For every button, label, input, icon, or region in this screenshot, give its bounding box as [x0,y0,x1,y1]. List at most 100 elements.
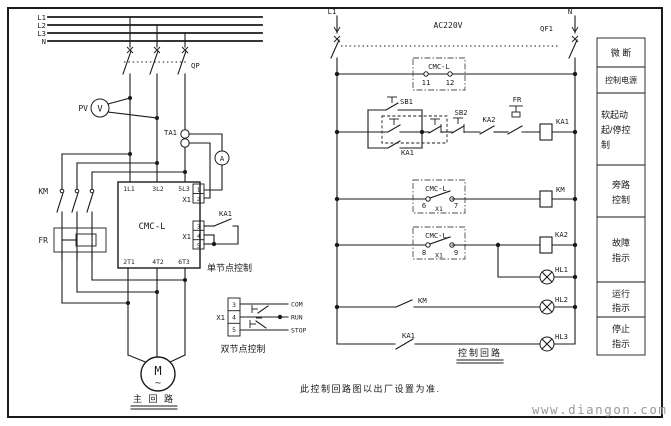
phase-label-l1: L1 [37,13,46,22]
panel-row-bypass-2: 控制 [612,194,630,205]
dual-node-x1-label: X1 [216,313,225,322]
qp-breaker-label: QP [191,61,200,70]
x1-upper-label: X1 [182,195,191,204]
ammeter-glyph: A [220,154,225,163]
rung6-ka1-contact-label: KA1 [402,331,415,340]
voltmeter-label: PV [78,104,88,113]
watermark-text: www.diangon.com [532,402,667,417]
single-node-caption: 单节点控制 [207,262,252,273]
control-l1-label: L1 [328,7,337,16]
voltmeter: V PV [78,96,159,120]
single-node-control: KA1 单节点控制 [203,209,252,273]
power-bus: L1 L2 L3 N [37,13,263,46]
soft-starter-name: CMC-L [138,222,165,232]
sb2-label: SB2 [455,108,468,117]
rung2-fr-contact-label: FR [513,95,522,104]
hl2-lamp-label: HL2 [555,295,568,304]
dual-node-caption: 双节点控制 [220,343,265,354]
control-voltage-label: AC220V [434,21,463,30]
panel-row-stop-2: 指示 [612,338,630,349]
rung5-km-contact-label: KM [418,296,427,305]
panel-row-softstart-2: 起/停控 [601,124,631,135]
panel-row-run-2: 指示 [612,302,630,313]
stop-button-symbol [249,317,267,329]
rung4-coil-label: KA2 [555,230,568,239]
starter-term-1l1: 1L1 [123,185,135,193]
rung2-coil-label: KA1 [556,117,569,126]
rung3-coil-label: KM [556,185,565,194]
rung1-device-label: CMC-L [428,62,450,71]
motor-glyph: M [154,364,161,378]
panel-row-breaker: 微 断 [611,47,632,58]
starter-term-5l3: 5L3 [178,185,190,193]
x1-lower-pin-5: 5 [197,243,200,249]
panel-row-fault-2: 指示 [612,252,630,263]
side-panel: 微 断 控制电源 软起动 起/停控 制 旁路 控制 故障 指示 运行 指示 停止… [596,37,646,356]
ct-label: TA1 [164,128,177,137]
bypass-wires [61,278,187,305]
phase-label-n: N [42,37,46,46]
fr-thermal-relay: FR [38,227,107,261]
rung2-ka1-contact-label: KA1 [401,148,414,157]
footer-note-text: 此控制回路图以出厂设置为准. [300,383,441,394]
km-contactor: KM [38,152,187,304]
panel-row-fault-1: 故障 [612,237,630,248]
starter-term-6t3: 6T3 [178,258,190,266]
fr-relay-label: FR [38,236,48,245]
rung3-pin-6: 6 [422,201,426,210]
run-button-symbol [251,305,269,314]
voltmeter-glyph: V [97,105,103,115]
main-circuit-caption: 主 回 路 [130,393,178,410]
motor: M ~ [127,267,186,392]
ammeter: A [188,133,230,199]
rung-bypass: CMC-L 6 X1 7 KM [334,179,578,214]
rung4-pin-8: 8 [422,248,426,257]
control-n-label: N [568,7,572,16]
dual-node-pin-3: 3 [232,301,236,309]
rung3-pin-7: 7 [454,201,458,210]
qf1-breaker: L1 N AC220V QF1 [328,7,579,59]
x1-lower-pin-4: 4 [197,234,201,240]
dual-node-stop-label: STOP [291,327,307,335]
phase-label-l3: L3 [37,29,46,38]
x1-lower-label: X1 [182,232,191,241]
x1-lower-pin-3: 3 [197,225,200,231]
motor-wave-glyph: ~ [155,378,161,389]
control-circuit-caption: 控制回路 [456,347,504,364]
starter-term-2t1: 2T1 [123,258,135,266]
main-caption-text: 主 回 路 [133,393,175,404]
dual-node-control: X1 3 4 5 COM RUN STOP 双节点控制 [216,297,307,354]
rung-run-lamp: KM HL2 [334,295,578,315]
soft-starter-box: CMC-L 1L1 3L2 5L3 2T1 4T2 6T3 [117,181,201,269]
rung4-x1-label: X1 [435,252,443,260]
panel-row-softstart-1: 软起动 [601,109,628,120]
rung3-device-label: CMC-L [425,184,447,193]
phase-label-l2: L2 [37,21,46,30]
starter-term-3l2: 3L2 [152,185,164,193]
single-node-relay-label: KA1 [219,209,232,218]
watermark: www.diangon.com [532,402,667,417]
km-contactor-label: KM [38,187,48,196]
rung1-pin-11: 11 [422,78,431,87]
panel-row-stop-1: 停止 [612,323,630,334]
rung-start-stop: SB1 KA1 SB2 KA2 FR [334,95,578,157]
x1-upper-pin-2: 2 [197,197,200,203]
control-caption-text: 控制回路 [458,347,502,358]
panel-row-bypass-1: 旁路 [612,179,630,190]
x1-terminal-upper: X1 1 2 [182,183,205,204]
rung4-device-label: CMC-L [425,231,447,240]
rung-control-power: CMC-L 11 12 [334,57,578,91]
panel-row-softstart-3: 制 [601,139,610,150]
x1-upper-pin-1: 1 [197,188,200,194]
rung1-pin-12: 12 [446,78,455,87]
dual-node-pin-5: 5 [232,326,236,334]
rung4-pin-9: 9 [454,248,458,257]
hl1-lamp-label: HL1 [555,265,568,274]
rung3-x1-label: X1 [435,205,443,213]
hl3-lamp-label: HL3 [555,332,568,341]
dual-node-run-label: RUN [291,314,303,322]
starter-term-4t2: 4T2 [152,258,164,266]
qp-breaker: QP [122,16,200,183]
panel-row-control-power: 控制电源 [605,75,637,85]
